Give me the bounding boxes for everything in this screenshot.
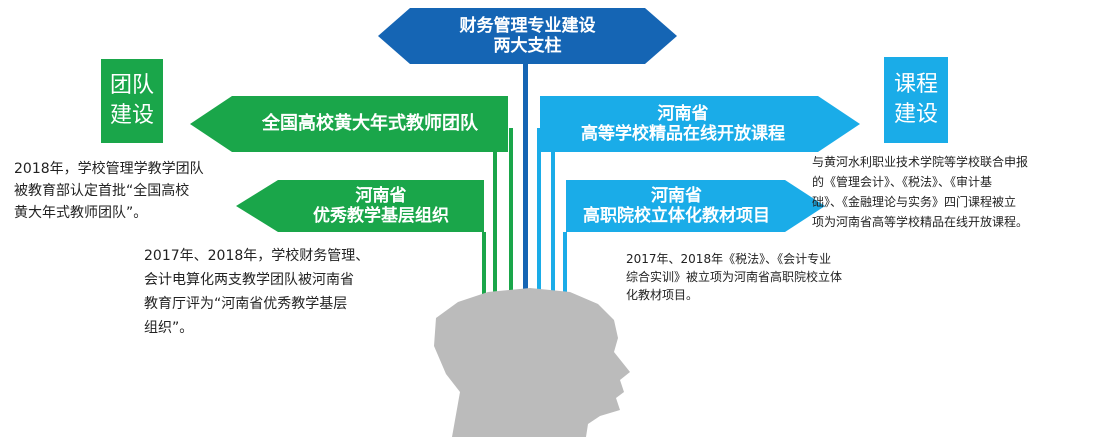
left-sign-1-arrow [190, 96, 508, 152]
right-sign-1-arrow [540, 96, 860, 152]
post-cyan-outer [551, 128, 555, 298]
right-sign-2-arrow [566, 180, 825, 232]
right-desc-1: 与黄河水利职业技术学院等学校联合申报 的《管理会计》、《税法》、《审计基 础》、… [812, 155, 1029, 229]
right-sign-2-label: 河南省 高职院校立体化教材项目 [583, 185, 770, 226]
left-sign-2-arrow [236, 180, 484, 232]
right-sign-1-label: 河南省 高等学校精品在线开放课程 [581, 103, 785, 144]
tag-team-bg [101, 59, 163, 143]
head-silhouette [434, 288, 630, 437]
post-cyan-inner [537, 128, 541, 298]
post-green-inner [509, 128, 513, 298]
tag-course-building: 课程 建设 [893, 72, 938, 127]
top-sign-title: 财务管理专业建设 两大支柱 [459, 15, 596, 56]
left-sign-2-label: 河南省 优秀教学基层组织 [313, 185, 449, 226]
post-green-outer [493, 128, 497, 298]
post-blue-center [523, 58, 528, 298]
top-sign-arrow [378, 8, 677, 64]
left-desc-2: 2017年、2018年，学校财务管理、 会计电算化两支教学团队被河南省 教育厅评… [144, 248, 370, 336]
tag-course-bg [884, 57, 948, 143]
left-desc-1: 2018年，学校管理学教学团队 被教育部认定首批“全国高校 黄大年式教师团队”。 [14, 161, 204, 221]
tag-team-building: 团队 建设 [109, 73, 154, 128]
right-desc-2: 2017年、2018年《税法》、《会计专业 综合实训》被立项为河南省高职院校立体… [626, 252, 843, 302]
post-green-lower [482, 232, 486, 298]
post-cyan-lower [563, 232, 567, 298]
left-sign-1-label: 全国高校黄大年式教师团队 [262, 113, 478, 135]
